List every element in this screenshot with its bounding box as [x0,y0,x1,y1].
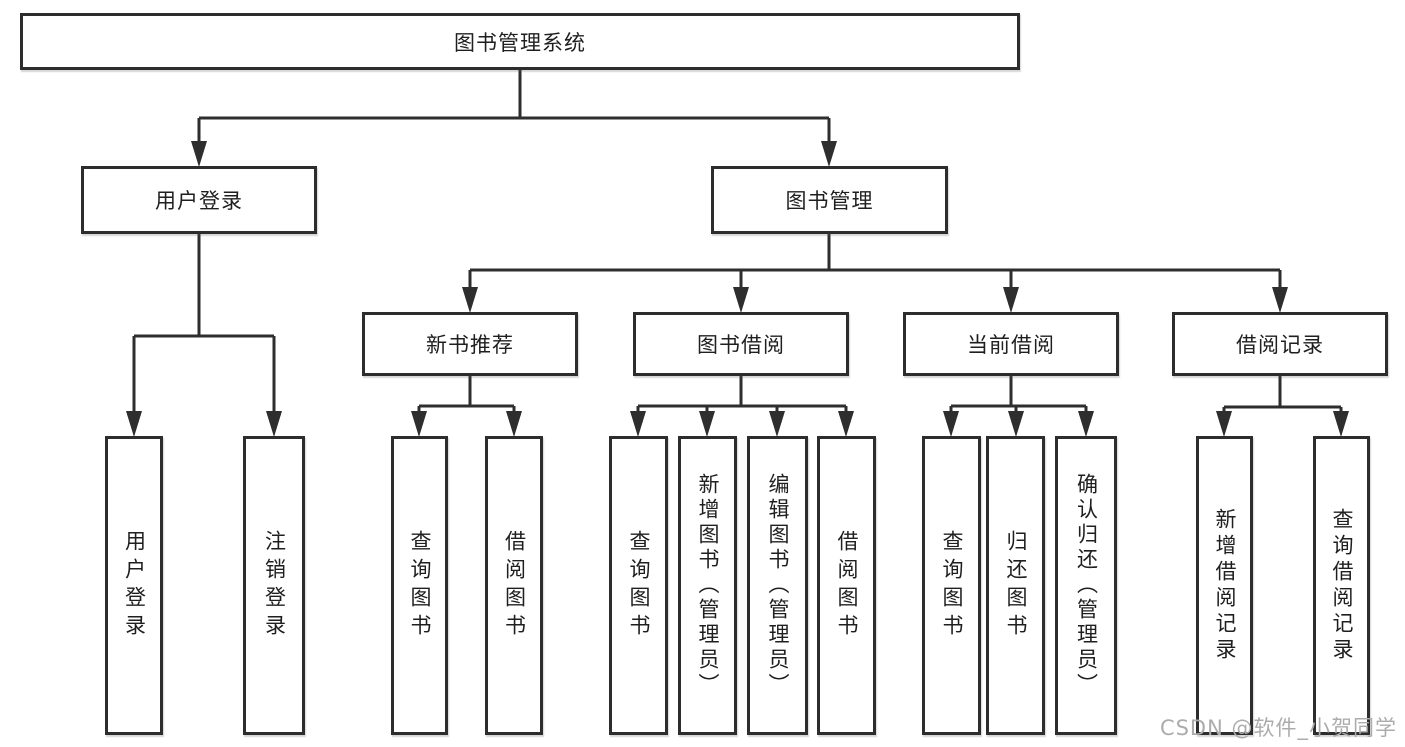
node-user-login-label: 用户登录 [155,189,243,213]
csdn-watermark: CSDN @软件_小贺同学 [1159,716,1397,740]
leaf-add-book-admin: 新增图书（管理员） [678,436,737,735]
node-new-book-recommend: 新书推荐 [362,312,578,376]
leaf-user-login: 用户登录 [105,436,163,735]
node-book-management: 图书管理 [711,166,948,234]
leaf-add-borrow-record-label: 新增借阅记录 [1213,507,1237,664]
leaf-borrow-book-label: 借阅图书 [835,529,859,642]
leaf-edit-book-admin: 编辑图书（管理员） [747,436,808,735]
node-book-borrow: 图书借阅 [633,312,849,376]
node-borrow-records: 借阅记录 [1172,312,1388,376]
node-current-borrow-label: 当前借阅 [967,333,1055,357]
node-new-book-recommend-label: 新书推荐 [426,333,514,357]
leaf-query-borrow-record-label: 查询借阅记录 [1330,507,1354,664]
leaf-user-login-label: 用户登录 [122,529,147,642]
leaf-add-book-admin-label: 新增图书（管理员） [696,473,720,698]
node-book-borrow-label: 图书借阅 [697,333,785,357]
leaf-query-book-recommend-label: 查询图书 [408,529,432,642]
leaf-edit-book-admin-label: 编辑图书（管理员） [766,473,790,698]
leaf-query-book-borrow: 查询图书 [609,436,668,735]
leaf-query-borrow-record: 查询借阅记录 [1313,436,1370,735]
leaf-return-book-label: 归还图书 [1004,529,1028,642]
leaf-add-borrow-record: 新增借阅记录 [1196,436,1253,735]
node-root-label: 图书管理系统 [454,30,586,55]
leaf-borrow-book-recommend-label: 借阅图书 [502,529,527,642]
leaf-query-book-borrow-label: 查询图书 [627,529,651,642]
leaf-borrow-book-recommend: 借阅图书 [485,436,543,735]
node-book-management-label: 图书管理 [785,189,874,213]
leaf-logout: 注销登录 [243,436,305,735]
leaf-query-book-current-label: 查询图书 [940,529,964,642]
node-user-login: 用户登录 [81,166,317,234]
node-root-system: 图书管理系统 [20,13,1020,70]
leaf-query-book-current: 查询图书 [922,436,981,735]
node-borrow-records-label: 借阅记录 [1236,333,1324,357]
leaf-confirm-return-admin: 确认归还（管理员） [1055,436,1117,735]
leaf-logout-label: 注销登录 [262,529,287,642]
leaf-confirm-return-admin-label: 确认归还（管理员） [1074,473,1099,698]
leaf-query-book-recommend: 查询图书 [391,436,448,735]
leaf-borrow-book: 借阅图书 [817,436,876,735]
leaf-return-book: 归还图书 [986,436,1045,735]
node-current-borrow: 当前借阅 [903,312,1119,376]
